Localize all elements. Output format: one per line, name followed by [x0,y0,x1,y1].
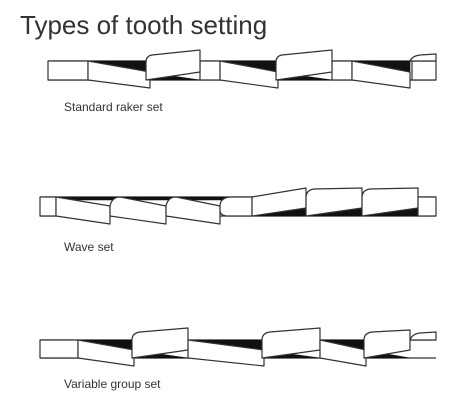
wave-set-illustration [39,187,437,225]
wave-set-caption: Wave set [64,240,114,254]
variable-group-set-caption: Variable group set [64,377,161,391]
variable-group-set-illustration [39,327,437,367]
standard-raker-set-illustration [47,49,437,89]
diagram-title: Types of tooth setting [20,10,268,40]
standard-raker-set-caption: Standard raker set [64,100,163,114]
